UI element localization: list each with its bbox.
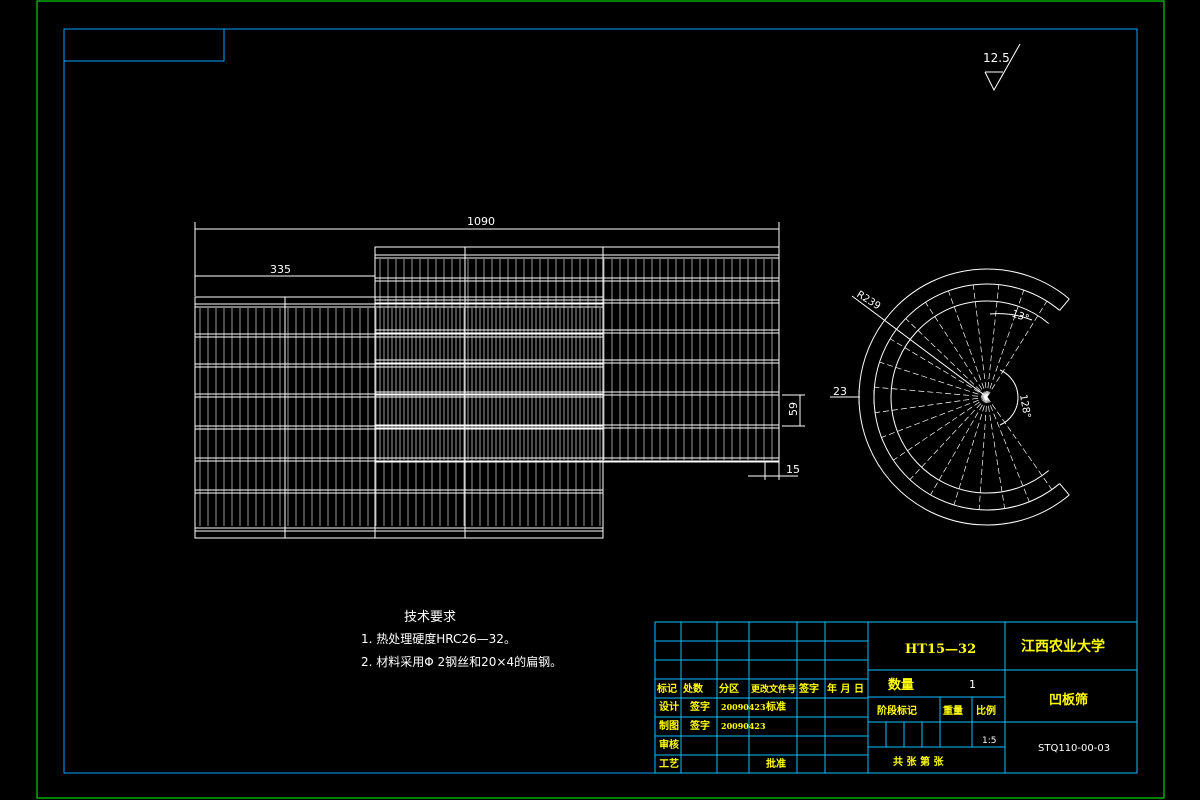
dim-59: 59 bbox=[787, 402, 800, 416]
tb-material: HT15—32 bbox=[905, 642, 976, 657]
tb-header-0: 标记 bbox=[656, 682, 677, 695]
dim-15: 15 bbox=[786, 463, 800, 476]
dim-335: 335 bbox=[270, 263, 291, 276]
dimension-lines bbox=[194, 222, 805, 480]
tb-scale-label: 比例 bbox=[976, 704, 996, 717]
dim-r239: R239 bbox=[854, 289, 882, 312]
sieve-front-view bbox=[194, 246, 780, 539]
title-block bbox=[654, 621, 1138, 774]
roughness-value: 12.5 bbox=[983, 51, 1010, 65]
tb-header-5: 年 月 日 bbox=[827, 682, 864, 695]
dim-13deg: 13° bbox=[1010, 308, 1030, 324]
tb-row-2-label: 审核 bbox=[659, 738, 679, 751]
tb-row-0-date: 20090423 bbox=[721, 702, 766, 712]
tb-row-0-label: 设计 bbox=[659, 700, 679, 713]
tb-quantity-label: 数量 bbox=[888, 677, 914, 693]
tb-weight-label: 重量 bbox=[943, 704, 963, 717]
tb-header-1: 处数 bbox=[682, 682, 704, 695]
tb-school: 江西农业大学 bbox=[1021, 638, 1105, 655]
inner-border bbox=[63, 28, 1138, 774]
tb-header-2: 分区 bbox=[719, 682, 739, 695]
tb-row-3-label: 工艺 bbox=[659, 757, 679, 770]
title-block-text: 标记 处数 分区 更改文件号 签字 年 月 日 设计 签字 20090423 标… bbox=[656, 638, 1110, 770]
tb-row-1-date: 20090423 bbox=[721, 721, 766, 731]
tb-row-1-sign: 签字 bbox=[689, 719, 710, 732]
tb-row-3-extra: 批准 bbox=[766, 757, 786, 770]
tech-req-title: 技术要求 bbox=[404, 610, 456, 625]
tb-stage-label: 阶段标记 bbox=[877, 704, 917, 717]
sieve-side-view bbox=[830, 268, 1070, 526]
tb-part-name: 凹板筛 bbox=[1049, 692, 1088, 708]
dim-128deg: 128° bbox=[1017, 394, 1032, 420]
tb-sheet: 共 张 第 张 bbox=[893, 755, 944, 768]
tech-req-item-2: 2. 材料采用Φ 2钢丝和20×4的扁钢。 bbox=[361, 654, 562, 669]
tb-quantity: 1 bbox=[969, 678, 976, 691]
tech-req-item-1: 1. 热处理硬度HRC26—32。 bbox=[361, 631, 516, 646]
dim-1090: 1090 bbox=[467, 215, 495, 228]
tb-row-0-extra: 标准 bbox=[765, 700, 786, 713]
dim-23: 23 bbox=[833, 385, 847, 398]
tb-row-1-label: 制图 bbox=[659, 719, 679, 732]
tb-header-4: 签字 bbox=[798, 682, 819, 695]
tb-scale: 1:5 bbox=[982, 736, 996, 746]
outer-frame bbox=[36, 0, 1165, 799]
tb-drawing-no: STQ110-00-03 bbox=[1038, 743, 1110, 754]
tb-header-3: 更改文件号 bbox=[751, 683, 796, 695]
tb-row-0-sign: 签字 bbox=[689, 700, 710, 713]
code-box bbox=[63, 28, 225, 62]
roughness-symbol bbox=[984, 43, 1021, 92]
